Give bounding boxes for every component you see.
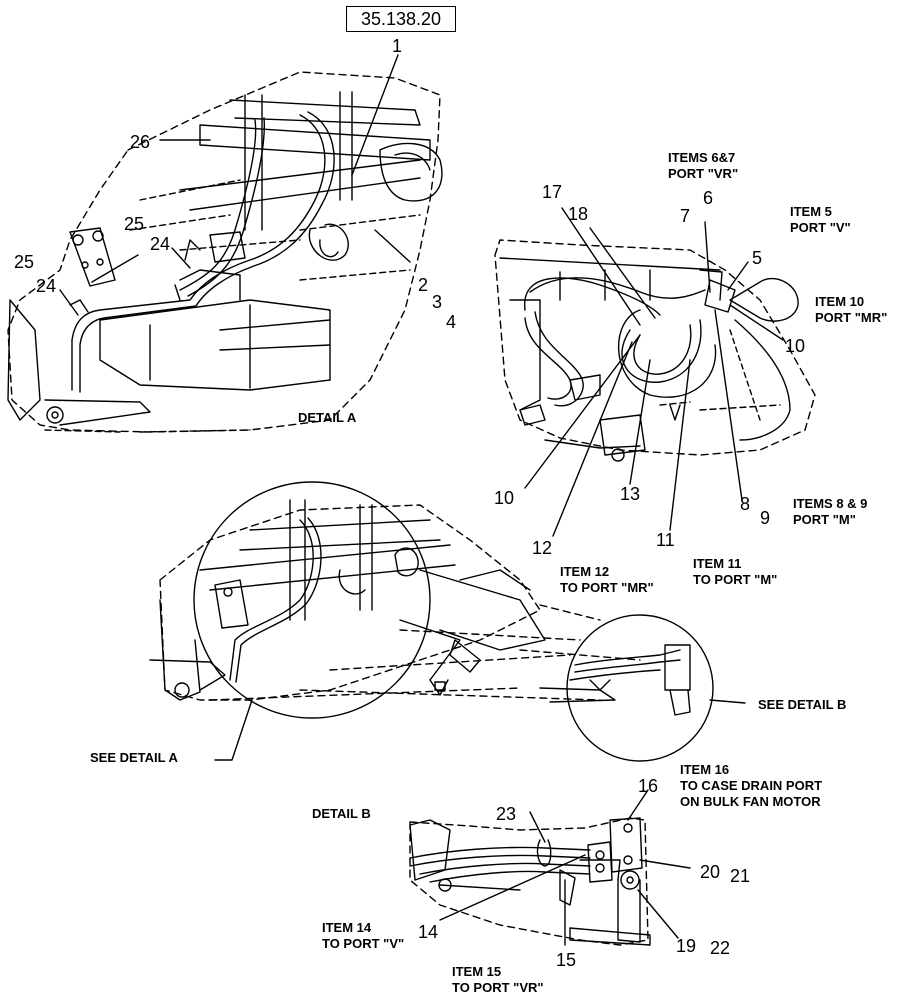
callout-14: 14 [418,922,439,942]
callout-5: 5 [752,248,763,268]
label-items-8-9: ITEMS 8 & 9 PORT "M" [793,496,867,528]
label-line: ON BULK FAN MOTOR [680,794,821,809]
caption-detail-b: DETAIL B [312,806,371,821]
callout-23: 23 [496,804,517,824]
label-item-10: ITEM 10 PORT "MR" [815,294,887,326]
label-line: ITEM 14 [322,920,372,935]
callout-4: 4 [446,312,457,332]
caption-see-detail-b: SEE DETAIL B [758,697,847,712]
caption-see-detail-a: SEE DETAIL A [90,750,178,765]
label-item-5: ITEM 5 PORT "V" [790,204,851,236]
detail-b-drawing [409,789,691,946]
callout-12: 12 [532,538,553,558]
callout-22: 22 [710,938,731,958]
detail-ports-drawing [494,207,816,537]
label-line: ITEM 15 [452,964,502,979]
callout-8: 8 [740,494,751,514]
callout-20: 20 [700,862,721,882]
label-items-6-7: ITEMS 6&7 PORT "VR" [668,150,738,182]
callout-13: 13 [620,484,641,504]
label-line: PORT "VR" [668,166,739,181]
label-line: PORT "MR" [815,310,888,325]
label-line: ITEM 16 [680,762,730,777]
callout-15: 15 [556,950,577,970]
main-assembly-drawing [149,481,746,762]
label-line: ITEMS 8 & 9 [793,496,868,511]
label-line: TO PORT "MR" [560,580,654,595]
label-item-14: ITEM 14 TO PORT "V" [322,920,404,952]
callout-9: 9 [760,508,771,528]
label-line: ITEM 11 [693,556,742,571]
callout-24-lower: 24 [36,276,57,296]
label-item-12: ITEM 12 TO PORT "MR" [560,564,654,596]
label-line: TO CASE DRAIN PORT [680,778,823,793]
callout-10-left: 10 [494,488,515,508]
label-line: ITEM 5 [790,204,832,219]
callout-1: 1 [392,36,403,56]
label-line: TO PORT "VR" [452,980,544,995]
callout-16: 16 [638,776,659,796]
caption-detail-a: DETAIL A [298,410,357,425]
label-item-11: ITEM 11 TO PORT "M" [693,556,777,588]
label-item-16: ITEM 16 TO CASE DRAIN PORT ON BULK FAN M… [680,762,822,810]
label-line: ITEM 12 [560,564,610,579]
callout-2: 2 [418,275,429,295]
label-line: ITEMS 6&7 [668,150,736,165]
label-line: PORT "M" [793,512,856,527]
label-line: TO PORT "V" [322,936,405,951]
detail-a-drawing [7,54,443,433]
callout-7: 7 [680,206,691,226]
label-line: PORT "V" [790,220,851,235]
label-item-15: ITEM 15 TO PORT "VR" [452,964,544,996]
callout-25-lower: 25 [14,252,35,272]
label-line: ITEM 10 [815,294,865,309]
callout-3: 3 [432,292,443,312]
callout-11: 11 [656,530,675,550]
callout-18: 18 [568,204,589,224]
callout-25-upper: 25 [124,214,145,234]
callout-24-upper: 24 [150,234,171,254]
callout-21: 21 [730,866,751,886]
label-line: TO PORT "M" [693,572,778,587]
callout-26: 26 [130,132,151,152]
reference-number-box: 35.138.20 [346,6,456,32]
callout-19: 19 [676,936,697,956]
callout-6: 6 [703,188,714,208]
callout-17: 17 [542,182,563,202]
callout-10-right: 10 [785,336,806,356]
